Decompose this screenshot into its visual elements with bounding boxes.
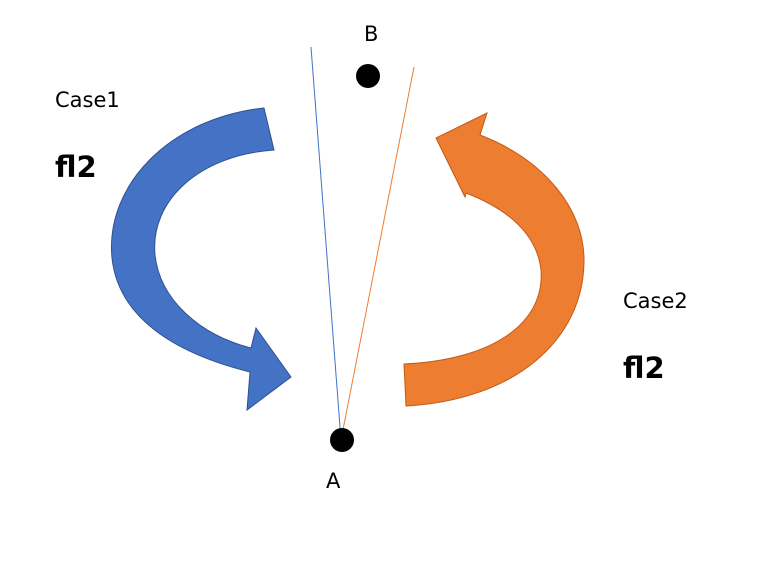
point-a <box>330 428 354 452</box>
point-b-label: B <box>364 22 378 46</box>
case2-label: Case2 <box>623 289 688 313</box>
point-b <box>356 64 380 88</box>
case1-sub-label: fl2 <box>55 150 97 184</box>
case1-label: Case1 <box>55 88 120 112</box>
case2-sub-label: fl2 <box>623 351 665 385</box>
point-a-label: A <box>326 469 341 493</box>
case2-curved-arrow <box>403 112 585 407</box>
case1-curved-arrow <box>111 107 292 412</box>
case1-line <box>310 46 342 441</box>
case2-line <box>340 66 415 441</box>
